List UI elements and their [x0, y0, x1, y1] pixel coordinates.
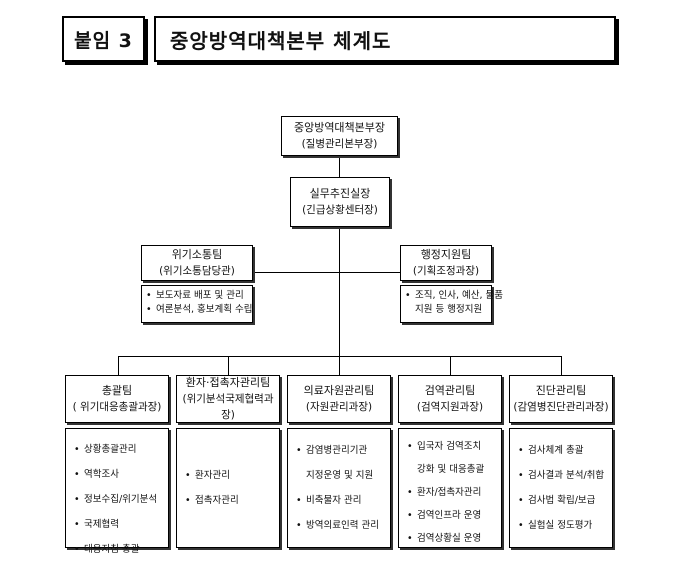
page-title-label: 중앙방역대책본부 체계도 [170, 28, 392, 53]
hq-chief-subtitle: (질병관리본부장) [301, 138, 378, 150]
duty-item: 접촉자관리 [183, 488, 279, 513]
exec-director-box: 실무추진실장 (긴급상황센터장) [290, 177, 390, 227]
connector-teams-horizontal [118, 356, 562, 357]
connector-exec-down [339, 226, 340, 356]
duty-item: 검역인프라 운영 [405, 504, 501, 527]
duty-item: 여론분석, 홍보계획 수립 [144, 303, 252, 317]
medical-resource-team-box: 의료자원관리팀 (자원관리과장) [287, 375, 391, 423]
page-title: 중앙방역대책본부 체계도 [154, 16, 616, 62]
duty-item: 상황총괄관리 [72, 437, 168, 462]
appendix-tag: 붙임 3 [62, 16, 145, 62]
team-subtitle: (자원관리과장) [305, 401, 373, 413]
crisis-comm-team-box: 위기소통팀 (위기소통담당관) [141, 245, 253, 281]
duty-item: 정보수집/위기분석 [72, 487, 168, 512]
duty-item: 검사법 확립/보급 [516, 488, 612, 513]
general-team-box: 총괄팀 ( 위기대응총괄과장) [65, 375, 169, 423]
appendix-tag-label: 붙임 3 [74, 29, 133, 52]
team-title: 총괄팀 [101, 384, 133, 397]
hq-chief-title: 중앙방역대책본부장 [293, 121, 386, 134]
team-title: 검역관리팀 [424, 384, 476, 397]
admin-support-team-title: 행정지원팀 [420, 248, 472, 261]
duty-item: 환자/접촉자관리 [405, 481, 501, 504]
connector-team-5 [561, 356, 562, 375]
medical-resource-team-duties: 감염병관리기관 지정운영 및 지원 비축물자 관리 방역의료인력 관리 [287, 428, 391, 548]
duty-item: 검사결과 분석/취합 [516, 463, 612, 488]
team-title: 의료자원관리팀 [303, 384, 375, 397]
admin-support-team-subtitle: (기획조정과장) [412, 265, 480, 277]
duty-item: 실험실 정도평가 [516, 513, 612, 538]
connector-team-4 [450, 356, 451, 375]
crisis-comm-team-subtitle: (위기소통담당관) [159, 265, 235, 277]
duty-item: 역학조사 [72, 462, 168, 487]
connector-team-1 [118, 356, 119, 375]
duty-item: 감염병관리기관 [294, 438, 390, 463]
duty-item: 환자관리 [183, 463, 279, 488]
exec-director-subtitle: (긴급상황센터장) [302, 204, 378, 216]
admin-support-team-duties: 조직, 인사, 예산, 물품 지원 등 행정지원 [400, 285, 503, 323]
diagnostic-team-box: 진단관리팀 (감염병진단관리과장) [509, 375, 613, 423]
team-subtitle: ( 위기대응총괄과장) [72, 401, 162, 413]
duty-item: 지원 등 행정지원 [415, 304, 483, 315]
duty-item: 지정운영 및 지원 [306, 470, 374, 481]
duty-item: 입국자 검역조치 [405, 435, 501, 458]
hq-chief-box: 중앙방역대책본부장 (질병관리본부장) [281, 116, 398, 156]
connector-staff-horizontal [252, 272, 400, 273]
duty-item: 조직, 인사, 예산, 물품 [403, 289, 503, 303]
team-title: 진단관리팀 [535, 384, 587, 397]
crisis-comm-team-duties: 보도자료 배포 및 관리 여론분석, 홍보계획 수립 [141, 285, 253, 323]
quarantine-team-duties: 입국자 검역조치 강화 및 대응총괄 환자/접촉자관리 검역인프라 운영 검역상… [398, 428, 502, 550]
duty-item: 검사체계 총괄 [516, 438, 612, 463]
duty-item: 보도자료 배포 및 관리 [144, 289, 252, 303]
patient-contact-team-duties: 환자관리 접촉자관리 [176, 428, 280, 548]
team-title: 환자·접촉자관리팀 [185, 376, 271, 389]
duty-item: 대응지침 총괄 [72, 537, 168, 562]
patient-contact-team-box: 환자·접촉자관리팀 (위기분석국제협력과장) [176, 375, 280, 423]
connector-top-exec [339, 155, 340, 177]
connector-team-3 [339, 356, 340, 375]
duty-item: 방역의료인력 관리 [294, 513, 390, 538]
duty-item: 비축물자 관리 [294, 488, 390, 513]
team-subtitle: (감염병진단관리과장) [513, 401, 609, 413]
team-subtitle: (검역지원과장) [416, 401, 484, 413]
crisis-comm-team-title: 위기소통팀 [171, 248, 223, 261]
diagnostic-team-duties: 검사체계 총괄 검사결과 분석/취합 검사법 확립/보급 실험실 정도평가 [509, 428, 613, 548]
connector-team-2 [228, 356, 229, 375]
duty-item: 국제협력 [72, 512, 168, 537]
duty-item: 강화 및 대응총괄 [417, 464, 485, 475]
quarantine-team-box: 검역관리팀 (검역지원과장) [398, 375, 502, 423]
general-team-duties: 상황총괄관리 역학조사 정보수집/위기분석 국제협력 대응지침 총괄 [65, 428, 169, 562]
admin-support-team-box: 행정지원팀 (기획조정과장) [400, 245, 492, 281]
duty-item: 검역상황실 운영 [405, 527, 501, 550]
exec-director-title: 실무추진실장 [309, 187, 371, 200]
team-subtitle: (위기분석국제협력과장) [182, 393, 274, 421]
